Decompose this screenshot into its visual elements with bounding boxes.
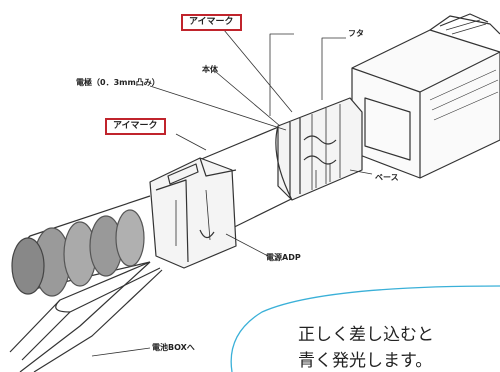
conductor-label: 電極（0．3mm凸み） [76, 78, 160, 87]
bubble-line-2: 青く発光します。 [298, 351, 433, 371]
hontai-label: 本体 [202, 65, 218, 74]
strain-relief [11, 195, 151, 297]
connector-housing [275, 97, 363, 201]
eye-mark-label-left: アイマーク [105, 118, 166, 135]
futa-label: フタ [348, 29, 364, 38]
leader-lines [91, 29, 373, 357]
speech-bubble [230, 285, 500, 372]
bubble-line-1: 正しく差し込むと [298, 325, 434, 345]
battery-box-label: 電池BOXへ [152, 343, 195, 352]
cable-split [9, 261, 163, 372]
power-adp-label: 電源ADP [266, 253, 301, 262]
power-adapter [149, 157, 237, 269]
modular-plug [351, 13, 500, 179]
base-label: ベース [375, 173, 399, 182]
bubble-text: 正しく差し込むと 青く発光します。 [298, 322, 434, 372]
eye-mark-label-top: アイマーク [181, 14, 242, 31]
